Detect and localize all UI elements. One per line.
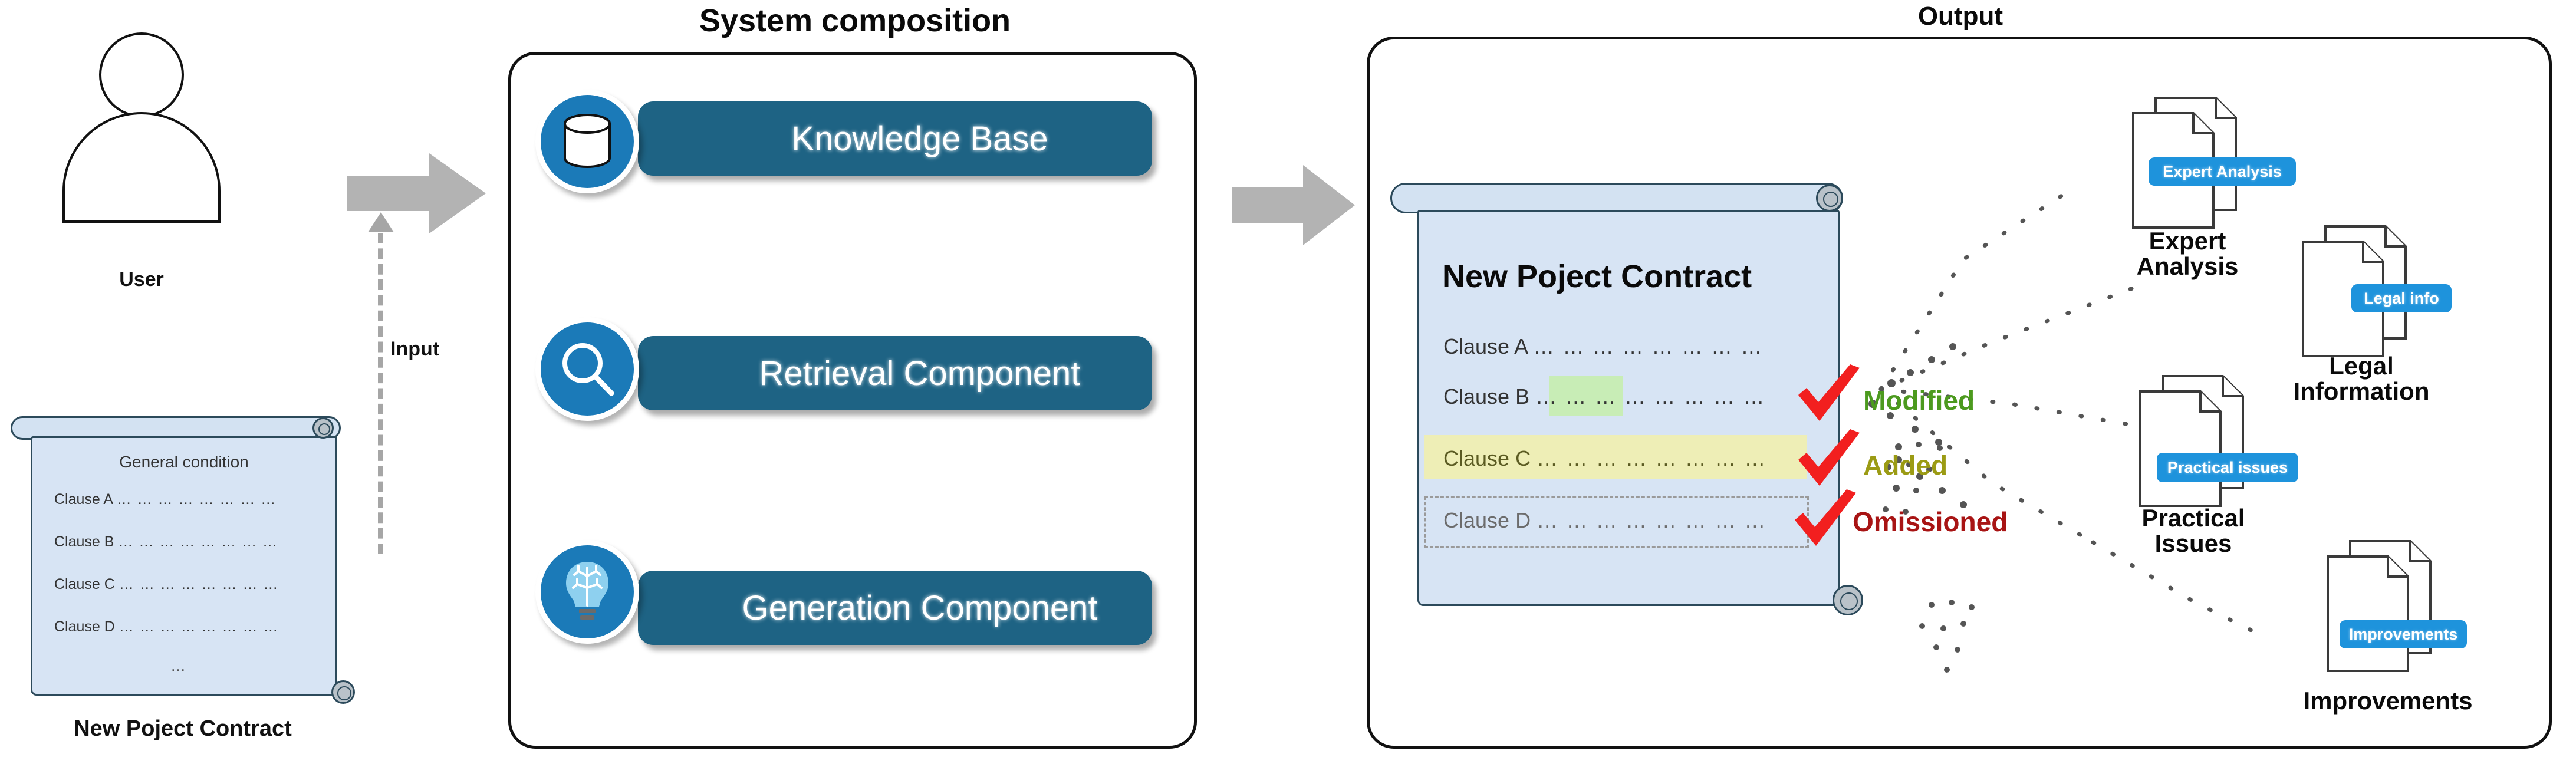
badge-improvements: Improvements	[2340, 620, 2467, 648]
system-panel-title: System composition	[699, 3, 1011, 38]
badge-legal-info: Legal info	[2351, 284, 2452, 312]
input-clause-d-dots: … … … … … … … …	[119, 618, 279, 635]
added-highlight-row	[1424, 435, 1807, 479]
output-clause-a: Clause A … … … … … … … …	[1443, 334, 1764, 359]
scroll-top-knob-icon	[312, 417, 334, 439]
output-clause-b-label: Clause B	[1443, 384, 1530, 409]
output-clause-c: Clause C … … … … … … … …	[1443, 446, 1767, 471]
output-contract-document: New Poject Contract Clause A … … … … … ……	[1387, 183, 1864, 619]
user-label: User	[119, 268, 164, 291]
output-clause-b: Clause B … … … … … … … …	[1443, 384, 1766, 409]
component-knowledge-base[interactable]: Knowledge Base	[638, 101, 1152, 176]
dot-cloud-decoration	[1883, 442, 1975, 673]
input-clause-d: Clause D … … … … … … … …	[54, 618, 279, 636]
input-block-arrow-icon	[347, 152, 487, 235]
annotation-omissioned: Omissioned	[1853, 506, 2008, 537]
annotation-added: Added	[1863, 450, 1948, 480]
output-doc-legal-information-line1: Legal	[2329, 352, 2394, 380]
scroll-paper	[31, 436, 337, 696]
input-doc-heading: General condition	[119, 453, 249, 471]
output-clause-d-dots: … … … … … … … …	[1537, 508, 1767, 532]
user-avatar-body-icon	[62, 112, 221, 223]
badge-expert-analysis: Expert Analysis	[2149, 157, 2296, 186]
output-doc-expert-analysis-line2: Analysis	[2136, 252, 2239, 280]
output-scroll-bottom-knob-icon	[1833, 585, 1863, 615]
modified-highlight-box	[1549, 376, 1623, 416]
output-doc-practical-issues-line2: Issues	[2154, 529, 2232, 557]
input-clause-a-label: Clause A	[54, 491, 113, 508]
scroll-bottom-knob-icon	[331, 680, 355, 704]
output-clause-b-dots: … … … … … … … …	[1535, 384, 1766, 409]
input-clause-b-dots: … … … … … … … …	[118, 534, 278, 550]
database-icon	[535, 90, 639, 193]
output-doc-title: New Poject Contract	[1442, 259, 1752, 294]
input-clause-a: Clause A … … … … … … … …	[54, 491, 277, 508]
input-clause-b-label: Clause B	[54, 534, 114, 550]
output-dotted-connectors	[1868, 192, 2266, 639]
output-panel-title: Output	[1917, 2, 2003, 31]
output-doc-legal-information-line2: Information	[2293, 377, 2430, 405]
output-doc-practical-issues[interactable]	[2136, 373, 2248, 514]
input-clause-c-dots: … … … … … … … …	[119, 576, 279, 592]
input-label: Input	[390, 338, 440, 360]
output-doc-practical-issues-label: Practical Issues	[2105, 504, 2282, 557]
output-doc-legal-information-label: Legal Information	[2264, 352, 2459, 405]
omissioned-check-icon	[1790, 489, 1861, 554]
output-scroll-top-roll	[1390, 183, 1843, 213]
scroll-top-roll	[11, 416, 341, 440]
output-clause-c-label: Clause C	[1443, 446, 1531, 470]
input-dashed-arrowhead-icon	[368, 212, 394, 232]
added-check-icon	[1794, 429, 1864, 494]
input-contract-document: General condition Clause A … … … … … … ……	[5, 416, 358, 705]
input-clause-a-dots: … … … … … … … …	[116, 491, 277, 508]
component-knowledge-base-label: Knowledge Base	[791, 119, 1048, 158]
output-doc-improvements[interactable]	[2323, 538, 2435, 679]
input-dashed-connector	[378, 233, 383, 554]
output-clause-a-dots: … … … … … … … …	[1533, 334, 1764, 358]
component-generation[interactable]: Generation Component	[638, 571, 1152, 645]
output-doc-expert-analysis-line1: Expert	[2149, 227, 2226, 255]
user-actor	[18, 18, 265, 265]
annotation-modified: Modified	[1863, 385, 1975, 416]
modified-check-icon	[1794, 364, 1864, 429]
input-document-caption: New Poject Contract	[74, 716, 292, 741]
component-retrieval[interactable]: Retrieval Component	[638, 336, 1152, 410]
output-scroll-top-knob-icon	[1816, 185, 1843, 212]
lightbulb-brain-icon	[535, 540, 639, 644]
middle-block-arrow-icon	[1232, 164, 1356, 246]
output-clause-a-label: Clause A	[1443, 334, 1528, 358]
output-doc-improvements-label: Improvements	[2303, 687, 2473, 715]
output-clause-d-label: Clause D	[1443, 508, 1531, 532]
input-clause-c-label: Clause C	[54, 576, 115, 592]
input-clause-d-label: Clause D	[54, 618, 115, 635]
user-avatar-head-icon	[99, 32, 184, 117]
input-doc-ellipsis: …	[170, 657, 186, 674]
output-doc-expert-analysis-label: Expert Analysis	[2099, 227, 2276, 280]
component-retrieval-label: Retrieval Component	[759, 354, 1081, 393]
badge-practical-issues: Practical issues	[2157, 453, 2298, 482]
component-generation-label: Generation Component	[742, 588, 1098, 627]
output-clause-d: Clause D … … … … … … … …	[1443, 508, 1767, 533]
output-doc-practical-issues-line1: Practical	[2141, 504, 2245, 532]
input-clause-b: Clause B … … … … … … … …	[54, 534, 278, 551]
input-clause-c: Clause C … … … … … … … …	[54, 576, 279, 593]
output-clause-c-dots: … … … … … … … …	[1537, 446, 1767, 470]
magnifier-icon	[535, 317, 639, 421]
output-scroll-paper	[1417, 210, 1840, 606]
